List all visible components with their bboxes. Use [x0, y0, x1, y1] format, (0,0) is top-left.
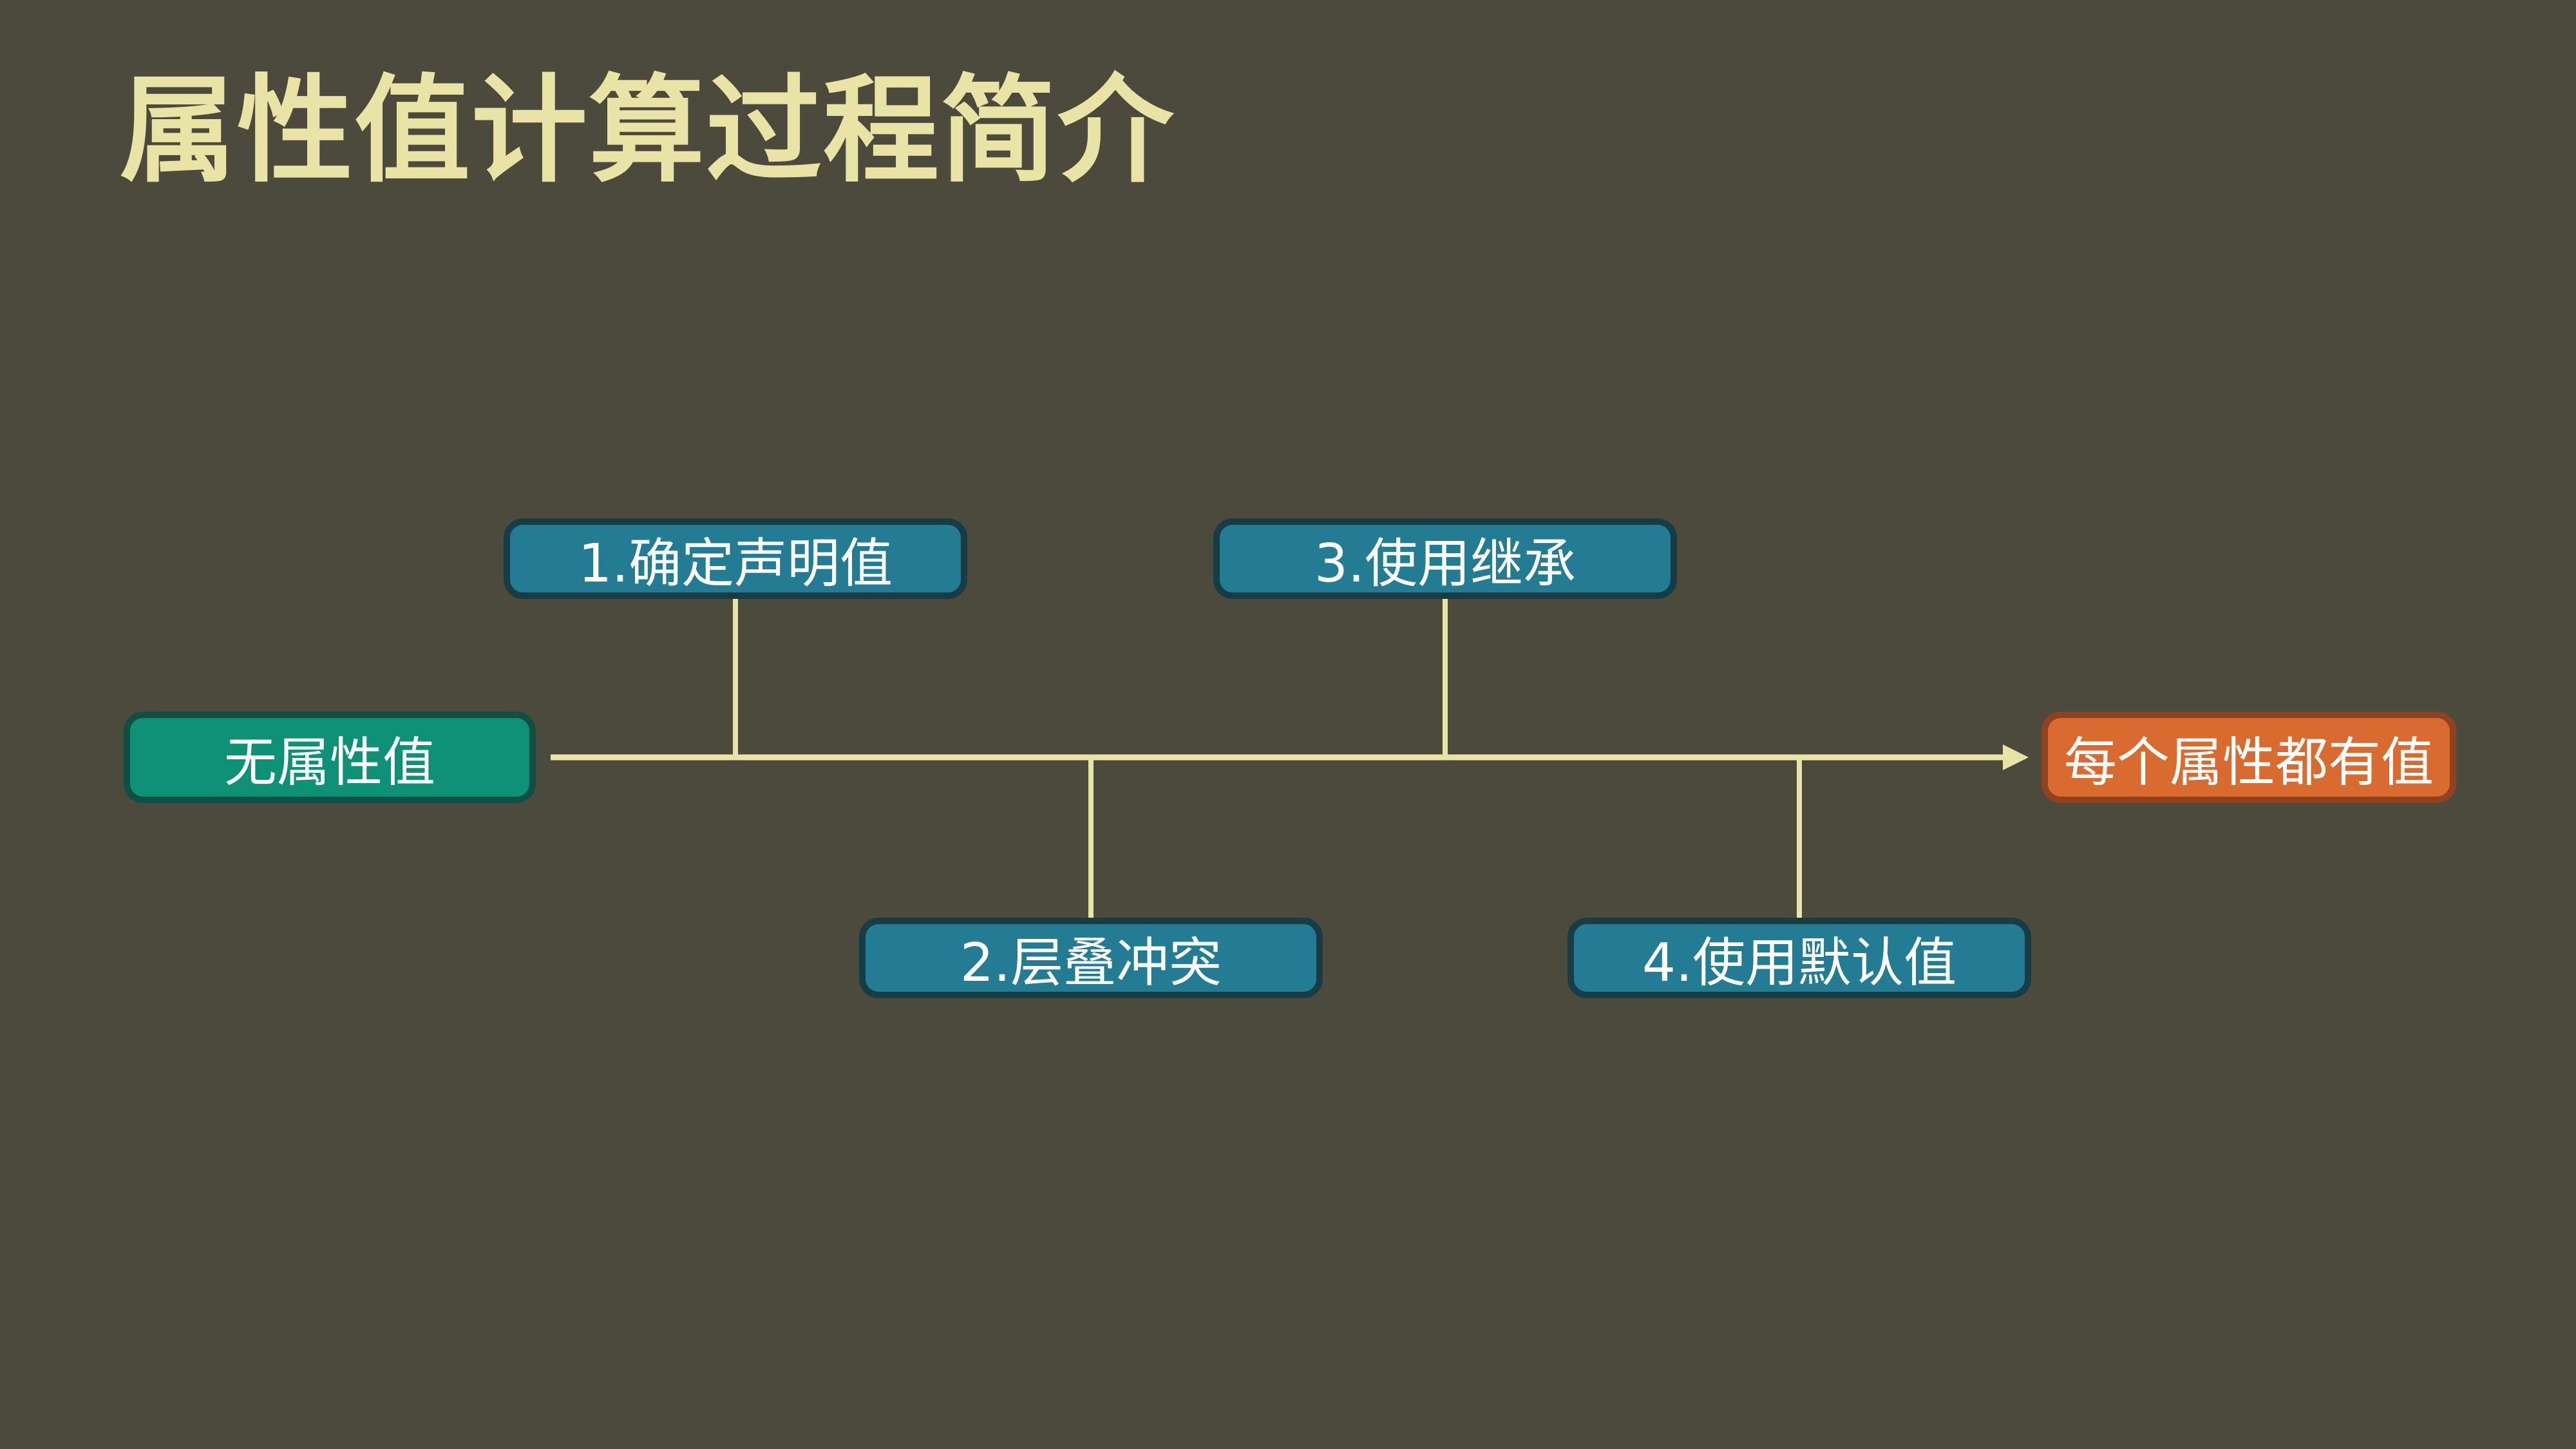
start-node-label: 无属性值 [223, 732, 435, 793]
step-node-4: 4.使用默认值 [1567, 918, 2031, 998]
step-node-4-label: 4.使用默认值 [1642, 933, 1957, 994]
step-node-1: 1.确定声明值 [504, 518, 967, 599]
step-node-2: 2.层叠冲突 [859, 918, 1323, 998]
slide-title: 属性值计算过程简介 [120, 64, 1175, 198]
end-node-label: 每个属性都有值 [2063, 732, 2434, 793]
step-node-3: 3.使用继承 [1213, 518, 1677, 599]
step-node-3-label: 3.使用继承 [1314, 533, 1577, 594]
step-node-2-label: 2.层叠冲突 [960, 933, 1222, 994]
start-node: 无属性值 [124, 712, 536, 803]
step-node-1-label: 1.确定声明值 [578, 533, 893, 594]
arrow-head [2003, 744, 2029, 770]
end-node: 每个属性都有值 [2041, 712, 2456, 803]
